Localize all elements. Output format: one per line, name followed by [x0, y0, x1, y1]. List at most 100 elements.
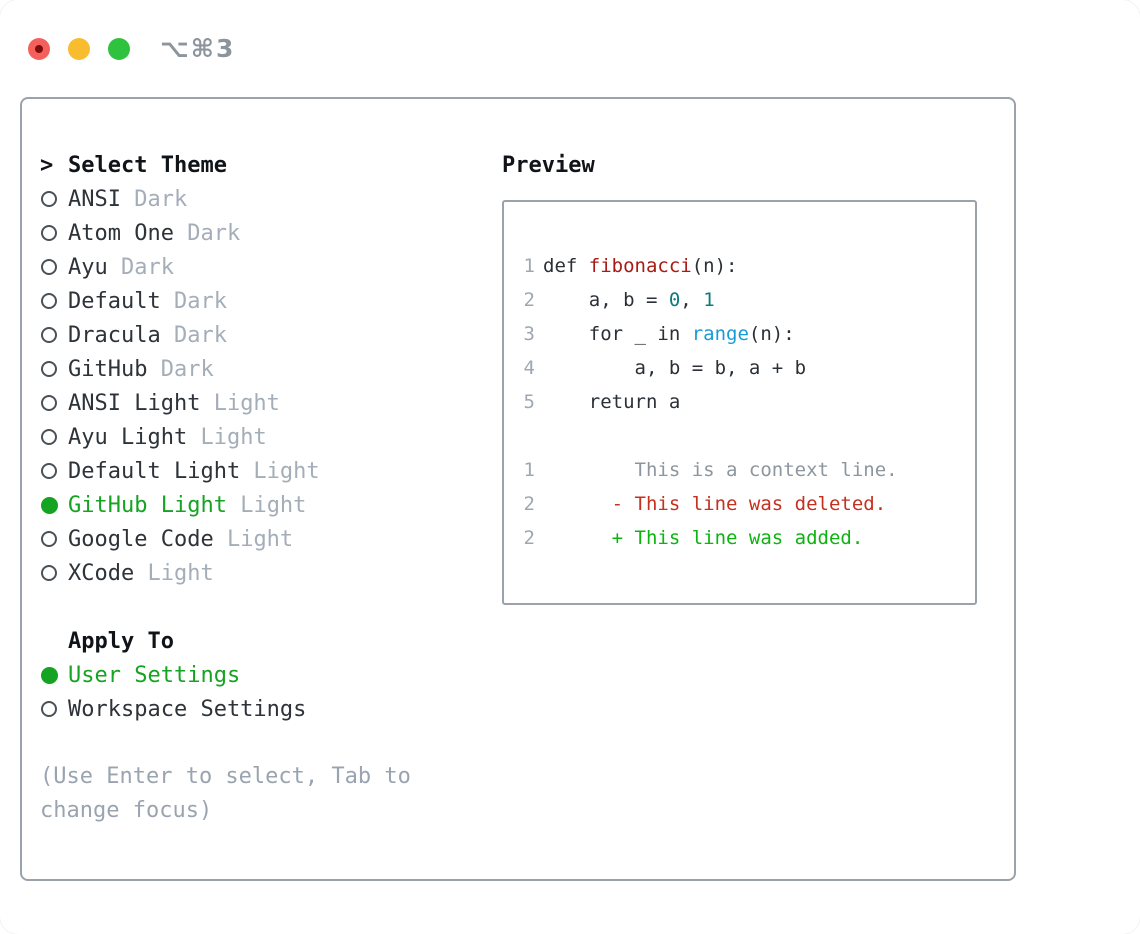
theme-variant-label: Dark: [120, 186, 188, 212]
code-token-context: This is a context line.: [543, 459, 898, 481]
code-line: 4 a, b = b, a + b: [523, 351, 975, 385]
spacer: [40, 726, 502, 760]
option-label: ANSI: [68, 186, 121, 212]
apply-option-user-settings[interactable]: User Settings: [40, 658, 502, 692]
theme-option-default[interactable]: Default Dark: [40, 284, 502, 318]
option-label: Default: [68, 288, 161, 314]
radio-selected-icon: [41, 496, 58, 514]
code-token-plain: def: [543, 255, 589, 277]
apply-option-workspace-settings[interactable]: Workspace Settings: [40, 692, 502, 726]
code-token-added: + This line was added.: [543, 527, 864, 549]
radio-icon: [41, 259, 57, 275]
radio-icon: [41, 361, 57, 377]
apply-to-header: Apply To: [40, 624, 502, 658]
theme-option-ansi[interactable]: ANSI Dark: [40, 182, 502, 216]
option-label: Ayu Light: [68, 424, 188, 450]
option-label: Ayu: [68, 254, 108, 280]
code-token-plain: a, b =: [543, 289, 669, 311]
code-token-function: fibonacci: [588, 255, 692, 277]
option-label: Dracula: [68, 322, 161, 348]
option-label: Google Code: [68, 526, 214, 552]
radio-icon: [41, 429, 57, 445]
theme-option-xcode[interactable]: XCode Light: [40, 556, 502, 590]
theme-option-github[interactable]: GitHub Dark: [40, 352, 502, 386]
close-button[interactable]: [28, 37, 50, 60]
theme-variant-label: Dark: [173, 220, 241, 246]
select-theme-header: > Select Theme: [40, 148, 502, 182]
code-token-plain: a, b = b, a + b: [543, 357, 807, 379]
select-theme-title: Select Theme: [68, 152, 227, 178]
hint-line: change focus): [40, 798, 213, 823]
theme-option-ansi-light[interactable]: ANSI Light Light: [40, 386, 502, 420]
radio-icon: [41, 293, 57, 309]
option-label: Atom One: [68, 220, 174, 246]
radio-icon: [41, 701, 57, 717]
theme-option-google-code[interactable]: Google Code Light: [40, 522, 502, 556]
theme-option-ayu-light[interactable]: Ayu Light Light: [40, 420, 502, 454]
minimize-button[interactable]: [68, 37, 90, 60]
theme-option-atom-one[interactable]: Atom One Dark: [40, 216, 502, 250]
line-number: 1: [523, 459, 535, 481]
radio-icon: [41, 531, 57, 547]
theme-option-default-light[interactable]: Default Light Light: [40, 454, 502, 488]
theme-variant-label: Light: [134, 560, 214, 586]
code-token-deleted: - This line was deleted.: [543, 493, 887, 515]
theme-variant-label: Dark: [160, 288, 227, 314]
option-label: GitHub Light: [68, 492, 227, 518]
line-number: 2: [523, 527, 535, 549]
traffic-lights: [28, 37, 130, 60]
theme-option-ayu[interactable]: Ayu Dark: [40, 250, 502, 284]
code-token-plain: return a: [543, 391, 681, 413]
code-line: 2 + This line was added.: [523, 521, 975, 555]
theme-variant-label: Light: [187, 424, 267, 450]
code-line: 5 return a: [523, 385, 975, 419]
code-line: 1 def fibonacci(n):: [523, 249, 975, 283]
theme-variant-label: Dark: [160, 322, 227, 348]
line-number: 2: [523, 289, 535, 311]
radio-icon: [41, 463, 57, 479]
code-token-plain: for _ in: [543, 323, 692, 345]
theme-variant-label: Light: [213, 526, 294, 552]
option-label: Default Light: [68, 458, 241, 484]
hint-line: (Use Enter to select, Tab to: [40, 764, 411, 789]
close-dot-icon: [35, 44, 43, 53]
theme-option-dracula[interactable]: Dracula Dark: [40, 318, 502, 352]
zoom-button[interactable]: [108, 37, 130, 60]
code-token-plain: (n):: [748, 323, 795, 345]
code-line: 2 - This line was deleted.: [523, 487, 975, 521]
window-title: ⌥⌘3: [160, 34, 236, 63]
cursor-marker: >: [40, 152, 54, 178]
code-token-number: 1: [703, 289, 715, 311]
code-token-number: 0: [668, 289, 681, 311]
code-line: [523, 419, 975, 453]
radio-icon: [41, 225, 57, 241]
apply-to-title: Apply To: [68, 628, 174, 654]
option-label: Workspace Settings: [68, 696, 307, 722]
theme-variant-label: Light: [240, 458, 320, 484]
theme-variant-label: Dark: [147, 356, 214, 382]
line-number: 3: [523, 323, 535, 345]
theme-variant-label: Light: [226, 492, 307, 518]
spacer: [40, 590, 502, 624]
theme-variant-label: Dark: [107, 254, 174, 280]
code-token-plain: (n):: [691, 255, 738, 277]
radio-selected-icon: [41, 666, 58, 684]
code-token-plain: ,: [680, 289, 704, 311]
radio-icon: [41, 327, 57, 343]
option-label: GitHub: [68, 356, 148, 382]
code-line: 1 This is a context line.: [523, 453, 975, 487]
hint-text: (Use Enter to select, Tab to change focus…: [40, 760, 502, 828]
line-number: 4: [523, 357, 535, 379]
radio-icon: [41, 395, 57, 411]
option-label: ANSI Light: [68, 390, 201, 416]
line-number: 1: [523, 255, 535, 277]
code-token-builtin: range: [691, 323, 749, 345]
theme-option-github-light[interactable]: GitHub Light Light: [40, 488, 502, 522]
